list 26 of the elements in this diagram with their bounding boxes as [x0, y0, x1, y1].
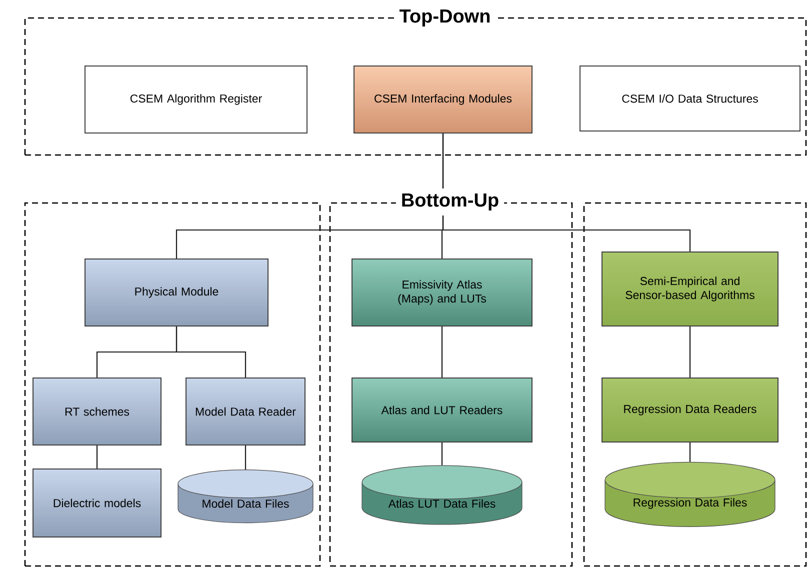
column-frame	[583, 202, 807, 567]
column-frame	[24, 202, 321, 567]
module-box: CSEM I/O Data Structures	[580, 66, 800, 132]
module-box: Emissivity Atlas (Maps) and LUTs	[352, 258, 532, 326]
module-box: Dielectric models	[32, 468, 162, 538]
data-store-cylinder: Atlas LUT Data Files	[362, 465, 522, 525]
section-heading: Bottom-Up	[396, 188, 504, 216]
data-store-cylinder: Model Data Files	[178, 470, 314, 524]
module-box: CSEM Algorithm Register	[84, 66, 308, 134]
connector-line	[96, 446, 98, 468]
connector-line	[689, 442, 691, 462]
connector-line	[689, 326, 691, 378]
module-box: CSEM Interfacing Modules	[354, 66, 532, 134]
data-store-cylinder: Regression Data Files	[604, 462, 776, 527]
region-heading: Top-Down	[395, 6, 495, 30]
connector-line	[244, 446, 246, 470]
module-box: Semi-Empirical and Sensor-based Algorithms	[602, 252, 778, 326]
module-box: Atlas and LUT Readers	[352, 378, 532, 442]
module-box: RT schemes	[32, 378, 162, 446]
connector-line	[442, 134, 691, 252]
connector-line	[441, 326, 443, 378]
connector-line	[176, 326, 246, 378]
module-box: Model Data Reader	[186, 378, 306, 446]
module-box: Physical Module	[84, 258, 268, 326]
module-box: Regression Data Readers	[602, 378, 778, 442]
connector-line	[441, 442, 443, 466]
